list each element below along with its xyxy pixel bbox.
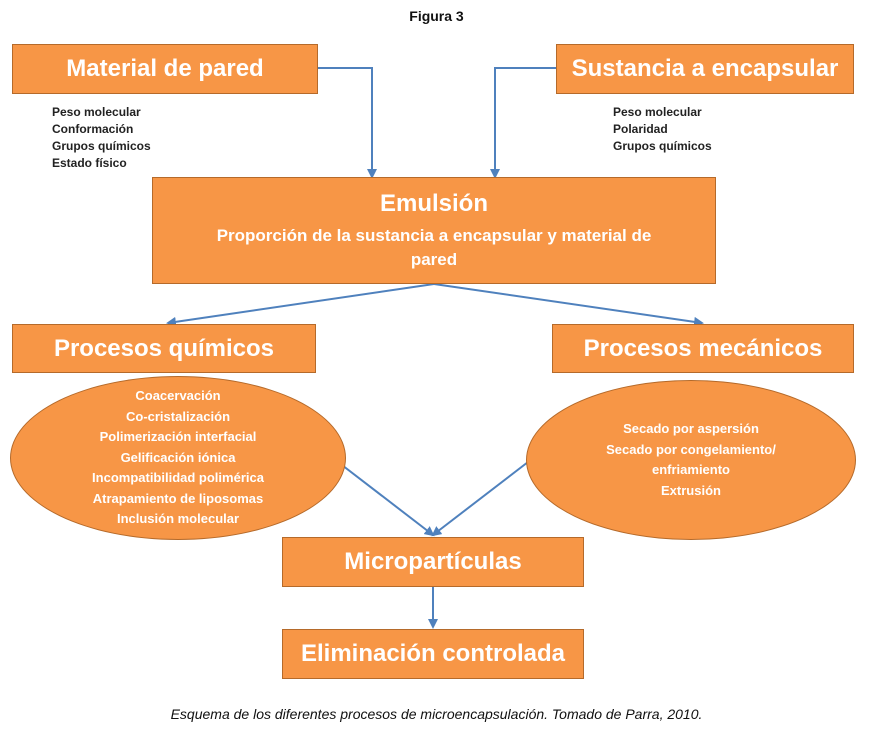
mechanical-processes-title: Procesos mecánicos [583,334,823,362]
chemical-process-item: Atrapamiento de liposomas [92,490,264,506]
mechanical-process-item: enfriamiento [651,462,730,477]
encapsulate-properties: Peso molecular Polaridad Grupos químicos [613,104,712,155]
chemical-process-item: Polimerización interfacial [99,429,257,445]
chemical-process-item: Coacervación [135,388,221,404]
figure-title: Figura 3 [409,8,464,24]
encapsulate-property: Peso molecular [613,105,702,119]
encapsulate-box: Sustancia a encapsular [556,44,854,94]
chemical-process-item: Inclusión molecular [116,511,240,527]
arrow-emulsion-to-mechanical [433,283,704,327]
encapsulate-property: Polaridad [613,122,668,136]
figure-caption: Esquema de los diferentes procesos de mi… [170,706,703,722]
wall-property: Estado físico [52,156,127,170]
mechanical-process-item: Extrusión [661,482,721,498]
chemical-process-item: Gelificación iónica [120,449,236,465]
wall-material-properties: Peso molecular Conformación Grupos quími… [52,104,151,172]
emulsion-box: Emulsión Proporción de la sustancia a en… [152,177,716,284]
emulsion-line-2: pared [410,249,458,269]
microparticles-title: Micropartículas [344,548,522,575]
mechanical-processes-box: Procesos mecánicos [552,324,854,373]
wall-property: Conformación [52,122,134,136]
encapsulate-property: Grupos químicos [613,139,712,153]
encapsulate-title: Sustancia a encapsular [571,55,839,82]
chemical-processes-title: Procesos químicos [53,334,275,362]
microparticles-box: Micropartículas [282,537,584,587]
wall-material-title: Material de pared [66,55,264,82]
chemical-processes-box: Procesos químicos [12,324,316,373]
arrow-wall-to-emulsion [318,67,377,179]
controlled-release-title: Eliminación controlada [300,640,566,667]
emulsion-title: Emulsión [379,189,488,217]
chemical-process-item: Incompatibilidad polimérica [92,470,264,486]
arrow-chemical-to-microparticles [337,461,435,537]
wall-property: Grupos químicos [52,139,151,153]
mechanical-process-item: Secado por aspersión [623,421,759,436]
controlled-release-box: Eliminación controlada [282,629,584,679]
mechanical-process-item: Secado por congelamiento/ [606,441,776,457]
chemical-processes-ellipse: Coacervación Co-cristalización Polimeriz… [10,376,346,540]
arrow-emulsion-to-chemical [166,283,435,327]
mechanical-processes-ellipse: Secado por aspersión Secado por congelam… [526,380,856,540]
emulsion-line-1: Proporción de la sustancia a encapsular … [216,225,652,245]
arrow-encapsulate-to-emulsion [490,67,556,179]
wall-property: Peso molecular [52,105,141,119]
wall-material-box: Material de pared [12,44,318,94]
arrow-mechanical-to-microparticles [431,461,529,537]
chemical-process-item: Co-cristalización [125,408,231,424]
